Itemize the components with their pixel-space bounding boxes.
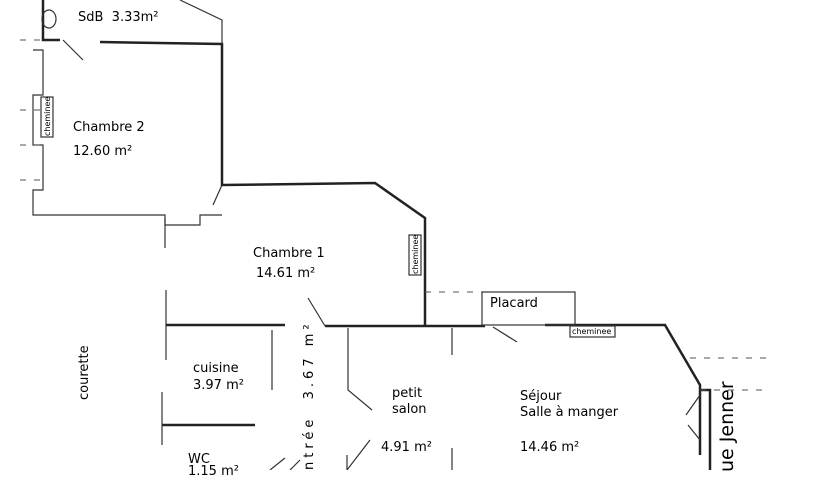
- sejour-line2: Salle à manger: [520, 405, 619, 420]
- fireplace-sejour: [569, 325, 616, 338]
- sdb-label: SdB 3.33m²: [78, 10, 159, 25]
- chambre2-name: Chambre 2: [73, 120, 145, 135]
- petit-salon-line2: salon: [392, 402, 427, 417]
- sejour-area: 14.46 m²: [520, 440, 580, 455]
- cheminee-label-chambre1: cheminee: [411, 234, 420, 274]
- toilet-fixture: [41, 9, 57, 29]
- chambre1-area: 14.61 m²: [256, 266, 316, 281]
- petit-salon-line1: petit: [392, 386, 423, 401]
- cheminee-label-sejour: cheminee: [572, 327, 612, 336]
- street-label: ue Jenner: [716, 381, 738, 472]
- fireplace-chambre2: [40, 96, 54, 138]
- fireplace-chambre1: [408, 234, 422, 276]
- cuisine-area: 3.97 m²: [193, 378, 244, 393]
- chambre2-area: 12.60 m²: [73, 144, 133, 159]
- entree-label: ntrée 3.67 m²: [302, 320, 317, 470]
- wc-name: WC: [188, 452, 210, 467]
- courette-label: courette: [77, 345, 92, 400]
- wc-area: 1.15 m²: [188, 464, 239, 479]
- cheminee-label-chambre2: cheminee: [43, 96, 52, 136]
- walls: [20, 0, 770, 470]
- cuisine-name: cuisine: [193, 361, 239, 376]
- petit-salon-area: 4.91 m²: [381, 440, 432, 455]
- placard-label: Placard: [490, 296, 538, 311]
- chambre1-name: Chambre 1: [253, 246, 325, 261]
- sejour-line1: Séjour: [520, 389, 562, 404]
